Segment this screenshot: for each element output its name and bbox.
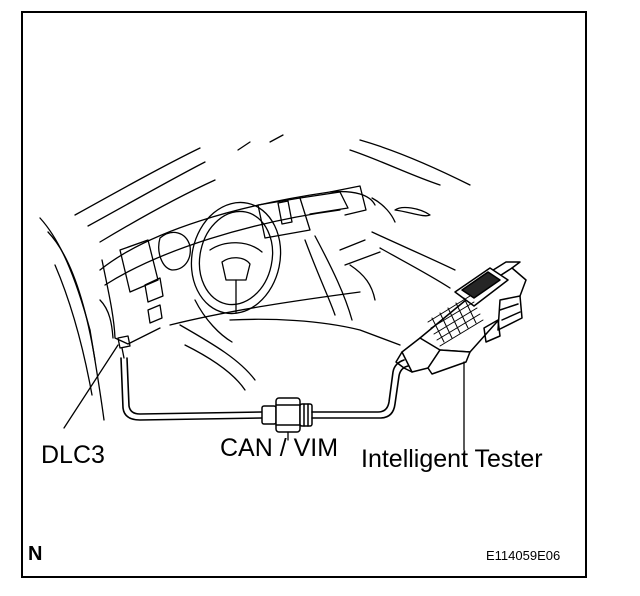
figure-code: E114059E06 (486, 548, 561, 563)
intelligent-tester-label: Intelligent Tester (361, 445, 543, 473)
passenger-side (179, 197, 456, 391)
cable-vim-to-tester (311, 359, 409, 419)
corner-mark: N (28, 543, 43, 565)
can-vim-module (261, 397, 313, 433)
tester-keypad (427, 295, 484, 347)
cable-dlc3-to-vim (120, 357, 263, 421)
can-vim-label: CAN / VIM (220, 434, 339, 462)
windshield-lines (74, 134, 471, 243)
door-panel (39, 217, 105, 421)
dlc3-connector (117, 335, 131, 359)
steering-wheel (190, 201, 282, 343)
dlc3-label: DLC3 (41, 441, 105, 469)
dlc3-leader-line (63, 344, 119, 429)
dashboard (99, 185, 381, 345)
intelligent-tester-device (395, 261, 527, 375)
